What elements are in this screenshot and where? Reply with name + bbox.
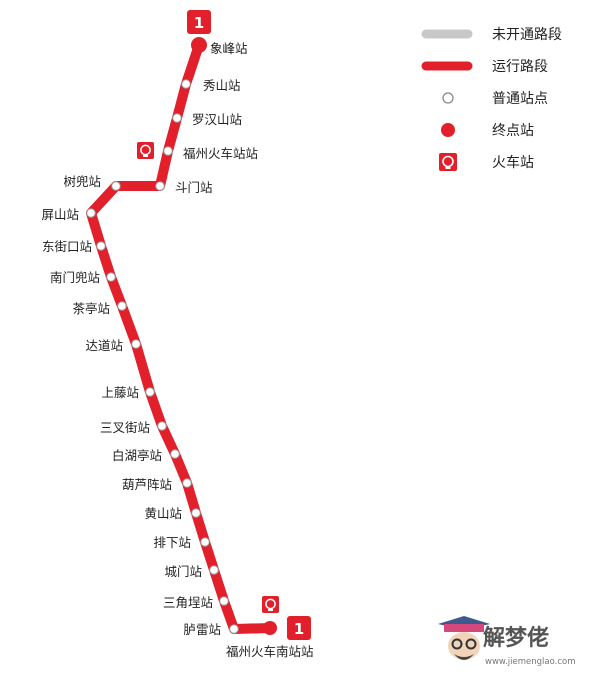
station-label: 三角埕站	[163, 595, 213, 610]
station-circle-icon	[229, 624, 239, 634]
station-circle-icon	[163, 146, 173, 156]
station-label: 秀山站	[203, 78, 241, 93]
watermark: 解梦佬 www.jiemenglao.com	[438, 616, 576, 667]
station-circle-icon	[191, 508, 201, 518]
station-circle-icon	[157, 421, 167, 431]
station-label: 象峰站	[210, 41, 248, 56]
train-station-icon	[137, 142, 154, 159]
line-badge-top-number: 1	[194, 14, 204, 32]
line-badge-bottom: 1	[287, 616, 311, 640]
station-label: 达道站	[85, 338, 123, 353]
station-circle-icon	[96, 241, 106, 251]
legend-label-terminal: 终点站	[492, 123, 534, 139]
station-circle-icon	[442, 92, 454, 104]
station-label: 白湖亭站	[112, 448, 162, 463]
station-label: 树兜站	[63, 174, 101, 189]
station-label: 排下站	[153, 535, 191, 550]
station-label: 福州火车站站	[183, 146, 258, 161]
terminal-dot-icon	[263, 621, 277, 635]
station-circle-icon	[86, 208, 96, 218]
legend-item-terminal: 终点站	[441, 123, 534, 139]
station-label: 茶亭站	[72, 301, 110, 316]
station-layer	[86, 37, 279, 635]
line-badge-bottom-number: 1	[294, 620, 304, 638]
station-circle-icon	[106, 272, 116, 282]
station-circle-icon	[200, 537, 210, 547]
station-circle-icon	[117, 301, 127, 311]
station-circle-icon	[182, 478, 192, 488]
station-label: 城门站	[164, 564, 202, 579]
station-circle-icon	[181, 79, 191, 89]
watermark-brand: 解梦佬	[483, 625, 549, 651]
station-circle-icon	[131, 339, 141, 349]
station-circle-icon	[172, 113, 182, 123]
station-label: 屏山站	[41, 207, 79, 222]
legend-item-operating: 运行路段	[421, 59, 548, 75]
station-circle-icon	[145, 387, 155, 397]
legend-label-operating: 运行路段	[492, 59, 548, 75]
train-station-icon	[262, 596, 279, 613]
station-label: 南门兜站	[50, 270, 100, 285]
legend-item-unopened: 未开通路段	[421, 27, 562, 43]
station-circle-icon	[219, 596, 229, 606]
train-station-icon	[439, 153, 457, 171]
terminal-dot-icon	[191, 37, 207, 53]
station-circle-icon	[111, 181, 121, 191]
legend-label-train: 火车站	[492, 154, 534, 171]
station-circle-icon	[155, 181, 165, 191]
watermark-url: www.jiemenglao.com	[485, 657, 576, 667]
station-label: 胪雷站	[183, 622, 221, 637]
legend: 未开通路段 运行路段 普通站点 终点站 火车站	[421, 27, 562, 171]
station-circle-icon	[209, 565, 219, 575]
station-label: 东街口站	[42, 239, 92, 254]
legend-item-station: 普通站点	[442, 91, 548, 107]
station-label: 上藤站	[101, 385, 139, 400]
station-label: 斗门站	[175, 180, 213, 195]
watermark-logo-icon	[438, 616, 490, 660]
station-label: 黄山站	[144, 506, 182, 521]
station-label: 福州火车南站站	[226, 644, 314, 659]
line-badge-top: 1	[187, 10, 211, 34]
legend-label-station: 普通站点	[492, 91, 548, 107]
station-label: 罗汉山站	[192, 112, 242, 127]
station-label: 三叉街站	[100, 420, 150, 435]
station-circle-icon	[170, 449, 180, 459]
legend-item-train: 火车站	[439, 153, 534, 171]
legend-label-unopened: 未开通路段	[492, 27, 562, 43]
station-label: 葫芦阵站	[122, 477, 172, 492]
terminal-dot-icon	[441, 123, 455, 137]
